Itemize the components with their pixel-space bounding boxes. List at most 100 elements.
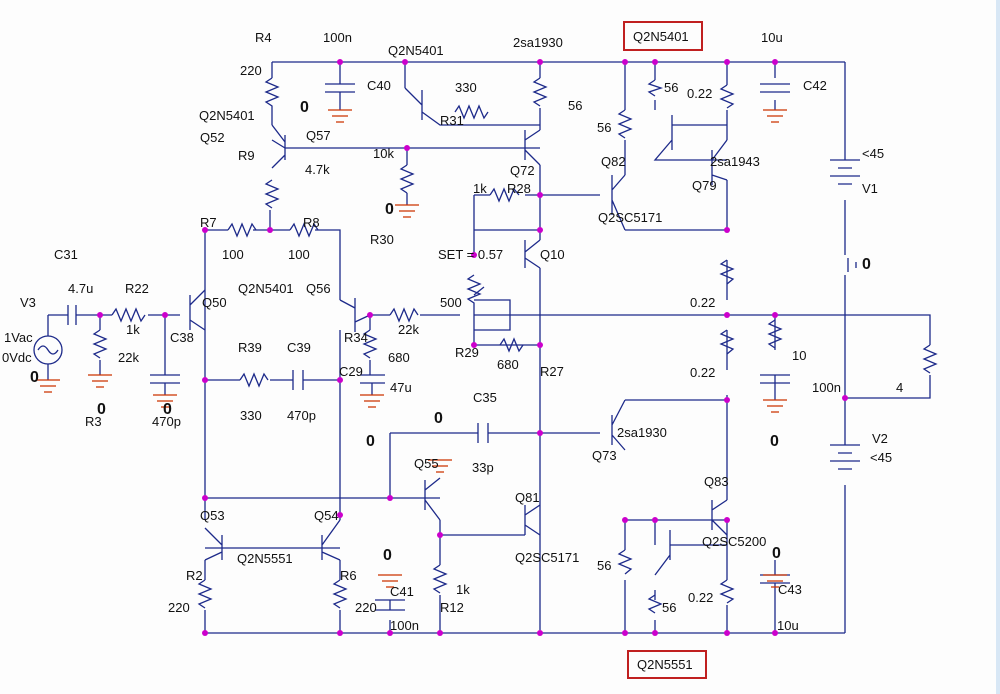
label-r22: R22: [125, 281, 149, 296]
label-r29-val: 500: [440, 295, 462, 310]
window-edge: [996, 0, 1000, 694]
label-q81: Q81: [515, 490, 540, 505]
label-zero-9: 0: [770, 433, 779, 450]
label-r022-mid: 0.22: [690, 295, 715, 310]
label-q79: Q79: [692, 178, 717, 193]
label-c33: 33p: [472, 460, 494, 475]
label-c35: C35: [473, 390, 497, 405]
label-r022-low: 0.22: [690, 365, 715, 380]
label-zero-11: 0: [772, 545, 781, 562]
label-zero-4: 0: [30, 369, 39, 386]
label-r39: R39: [238, 340, 262, 355]
label-sa1943: 2sa1943: [710, 154, 760, 169]
label-q52-type: Q2N5401: [199, 108, 255, 123]
label-q55: Q55: [414, 456, 439, 471]
label-r30-val: 10k: [373, 146, 394, 161]
label-zero-2: 0: [385, 201, 394, 218]
label-r8: R8: [303, 215, 320, 230]
label-zero-6: 0: [163, 401, 172, 418]
label-r022-bot: 0.22: [688, 590, 713, 605]
label-r680-b: 680: [497, 357, 519, 372]
label-c41: C41: [390, 584, 414, 599]
label-r56-d: 56: [662, 600, 676, 615]
label-r7-val: 100: [222, 247, 244, 262]
label-q2n5401-box: Q2N5401: [633, 29, 689, 44]
label-c100n-out: 100n: [812, 380, 841, 395]
label-q56-type: Q2N5401: [238, 281, 294, 296]
label-r9-val: 4.7k: [305, 162, 330, 177]
label-zero-1: 0: [300, 99, 309, 116]
label-c10u-top: 10u: [761, 30, 783, 45]
label-q83: Q83: [704, 474, 729, 489]
label-c41-cap: 220: [355, 600, 377, 615]
junction-nodes: [97, 59, 848, 636]
label-r9: R9: [238, 148, 255, 163]
label-r022-a: 0.22: [687, 86, 712, 101]
label-zero-10: 0: [383, 547, 392, 564]
label-q2n5551-mid: Q2N5551: [237, 551, 293, 566]
label-r34: R34: [344, 330, 368, 345]
label-r56-a: 56: [568, 98, 582, 113]
label-r12-val: 1k: [456, 582, 470, 597]
label-c38-val: 470p: [152, 414, 181, 429]
label-r28-val: 1k: [473, 181, 487, 196]
label-r7: R7: [200, 215, 217, 230]
label-c39: C39: [287, 340, 311, 355]
label-r4: R4: [255, 30, 272, 45]
label-v2: V2: [872, 431, 888, 446]
label-r10-val: 10: [792, 348, 806, 363]
label-r56-b: 56: [664, 80, 678, 95]
label-sc5171-a: Q2SC5171: [598, 210, 662, 225]
label-q54: Q54: [314, 508, 339, 523]
highlight-box-q2n5551: [627, 650, 707, 679]
label-r8-val: 100: [288, 247, 310, 262]
label-zero-7: 0: [434, 410, 443, 427]
label-sa1930-bot: 2sa1930: [617, 425, 667, 440]
label-c41-val: 100n: [390, 618, 419, 633]
label-r31-val: 330: [455, 80, 477, 95]
label-q10: Q10: [540, 247, 565, 262]
label-c31-val: 4.7u: [68, 281, 93, 296]
label-c43: C43: [778, 582, 802, 597]
label-q52: Q52: [200, 130, 225, 145]
label-c29: C29: [339, 364, 363, 379]
label-c29-val: 47u: [390, 380, 412, 395]
label-r6: R6: [340, 568, 357, 583]
sources: [33, 159, 860, 470]
label-vdc: 0Vdc: [2, 350, 32, 365]
label-r28: R28: [507, 181, 531, 196]
component-labels: R4 100n Q2N5401 2sa1930 Q2N5401 10u 220 …: [2, 29, 903, 672]
label-r12: R12: [440, 600, 464, 615]
label-q50: Q50: [202, 295, 227, 310]
label-r680-a: 680: [388, 350, 410, 365]
label-c39-val: 470p: [287, 408, 316, 423]
label-r4-val: 220: [240, 63, 262, 78]
label-vac: 1Vac: [4, 330, 33, 345]
label-q73: Q73: [592, 448, 617, 463]
label-r27: R27: [540, 364, 564, 379]
label-r22-val: 1k: [126, 322, 140, 337]
resistors: [92, 77, 938, 614]
label-c40: C40: [367, 78, 391, 93]
label-zero-5: 0: [97, 401, 106, 418]
label-c100n-top: 100n: [323, 30, 352, 45]
label-c31: C31: [54, 247, 78, 262]
label-r3-val: 22k: [118, 350, 139, 365]
label-set: SET = 0.57: [438, 247, 503, 262]
label-q2n5551-box: Q2N5551: [637, 657, 693, 672]
label-r30: R30: [370, 232, 394, 247]
label-q72: Q72: [510, 163, 535, 178]
label-v2-val: <45: [870, 450, 892, 465]
label-r31: R31: [440, 113, 464, 128]
label-q53: Q53: [200, 508, 225, 523]
label-r56-c: 56: [597, 120, 611, 135]
label-sc5171-b: Q2SC5171: [515, 550, 579, 565]
label-v1-val: <45: [862, 146, 884, 161]
label-q2n5401-a: Q2N5401: [388, 43, 444, 58]
label-c38: C38: [170, 330, 194, 345]
label-r34-val: 22k: [398, 322, 419, 337]
label-c42: C42: [803, 78, 827, 93]
transistors: [189, 87, 728, 576]
